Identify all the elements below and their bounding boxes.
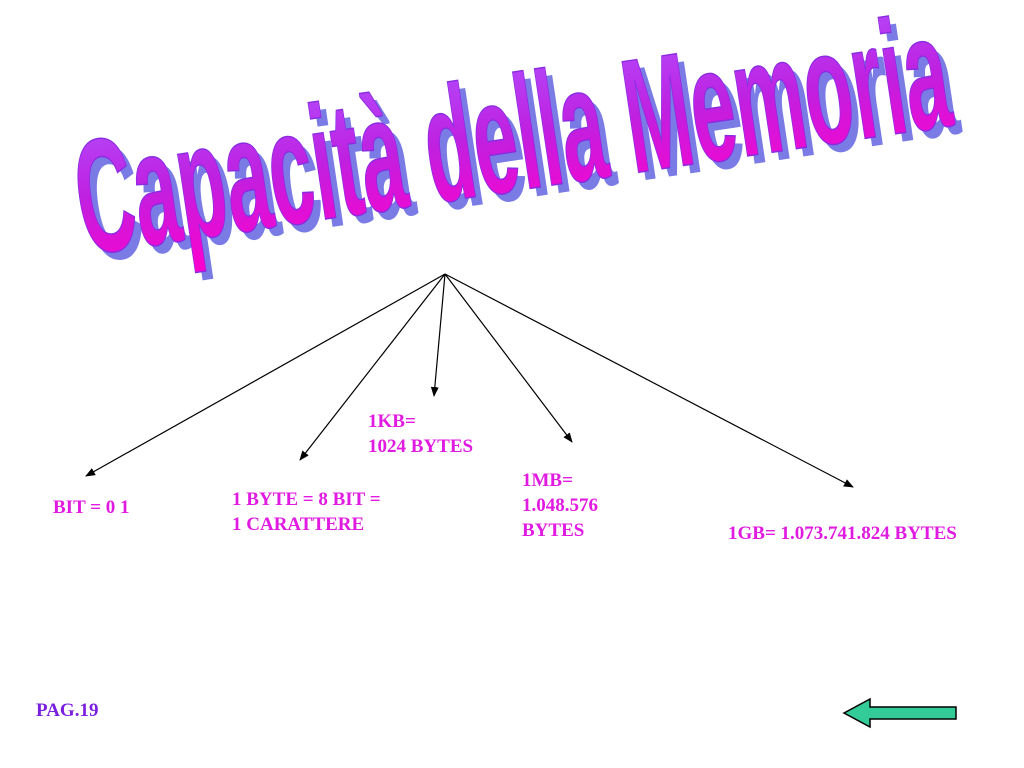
title-wordart: Capacità della Memoria Capacità della Me…: [63, 0, 969, 297]
mb-label: 1MB= 1.048.576 BYTES: [522, 470, 598, 541]
arrow-left-icon: [842, 697, 957, 729]
back-button[interactable]: [842, 697, 960, 729]
bit-label: BIT = 0 1: [53, 497, 130, 518]
arrow-to-bit: [85, 273, 446, 477]
gb-label: 1GB= 1.073.741.824 BYTES: [728, 523, 957, 544]
kb-label: 1KB= 1024 BYTES: [368, 411, 474, 457]
arrow-to-mb: [444, 273, 573, 443]
arrow-to-gb: [444, 273, 854, 488]
page-number: PAG.19: [36, 700, 99, 721]
arrow-to-byte: [299, 273, 446, 461]
arrow-to-kb: [430, 273, 446, 397]
byte-label: 1 BYTE = 8 BIT = 1 CARATTERE: [232, 489, 381, 535]
